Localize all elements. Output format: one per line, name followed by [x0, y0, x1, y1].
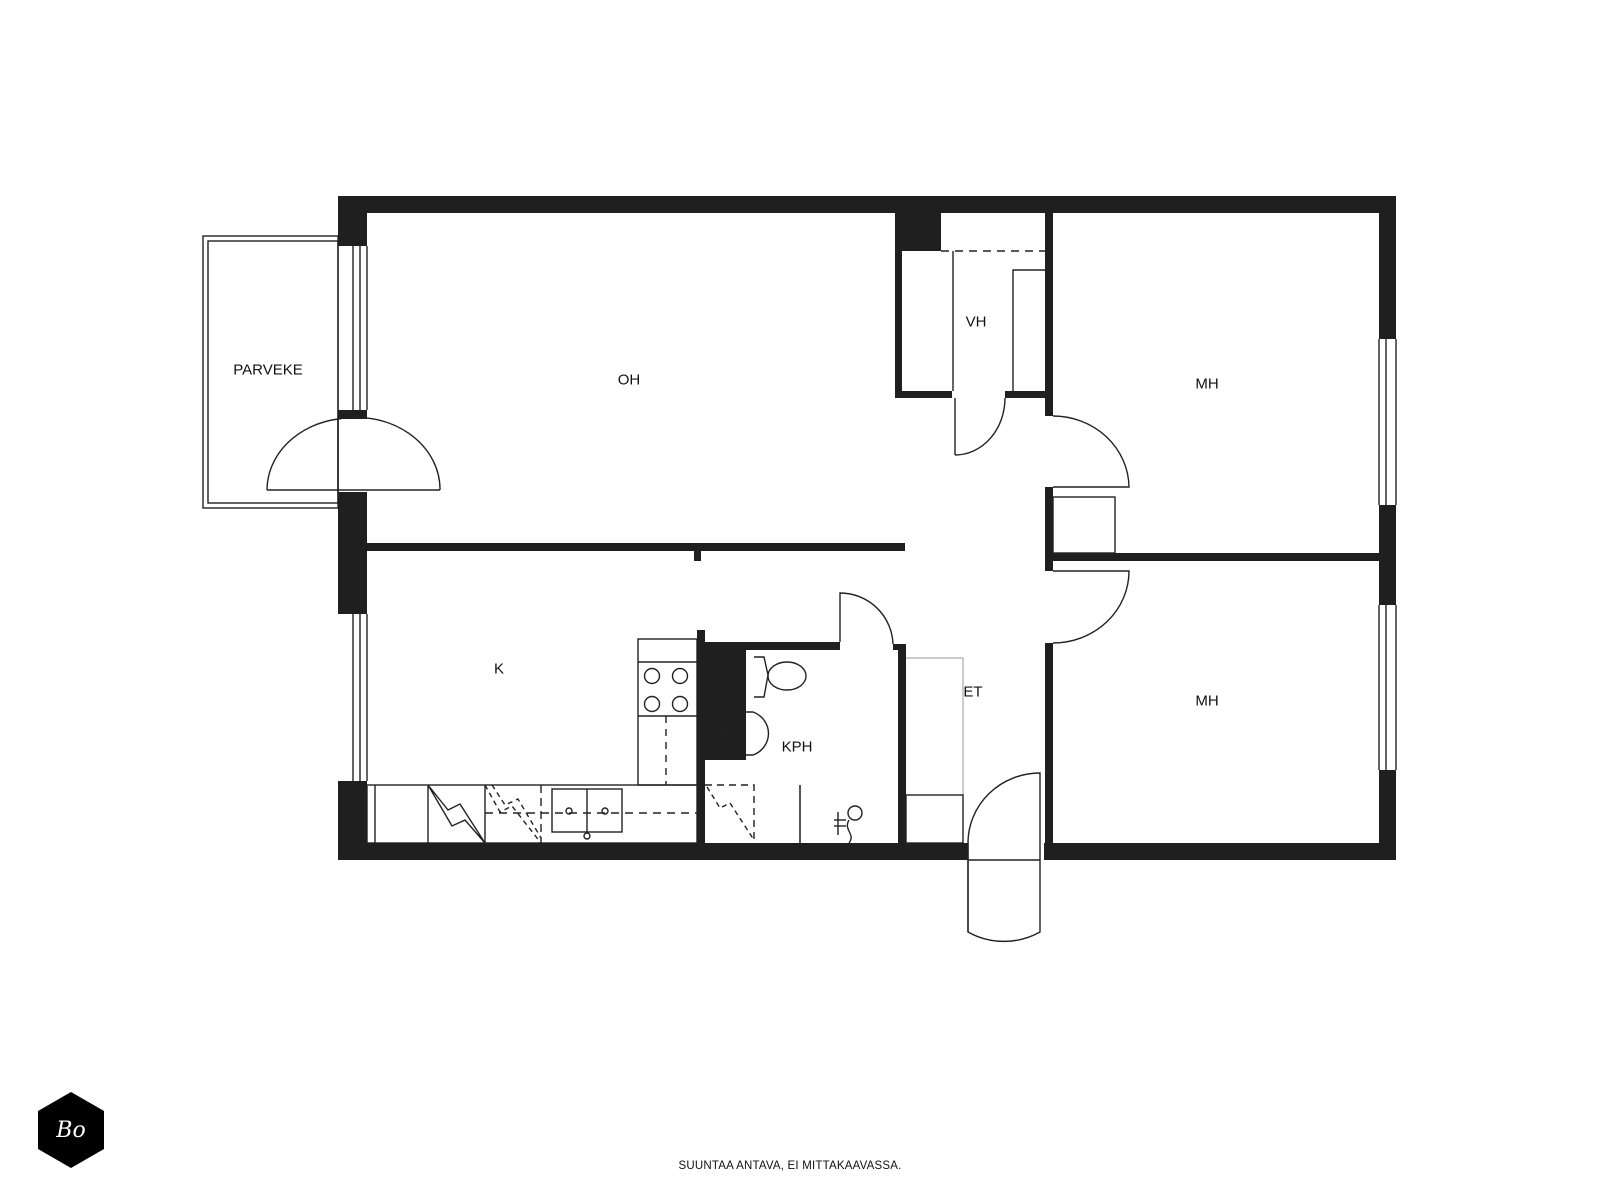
- fixtures: [202, 235, 1397, 942]
- walls: [338, 196, 1396, 860]
- logo-text: Bo: [56, 1117, 86, 1143]
- room-label-kph: KPH: [781, 738, 813, 756]
- room-label-vh: VH: [965, 313, 987, 331]
- room-label-et: ET: [963, 683, 983, 701]
- room-label-mh-lower: MH: [1195, 692, 1219, 710]
- logo-hexagon-icon: [38, 1092, 104, 1168]
- room-label-k: K: [493, 660, 505, 678]
- room-label-oh: OH: [617, 371, 641, 389]
- disclaimer-note: SUUNTAA ANTAVA, EI MITTAKAAVASSA.: [678, 1160, 902, 1172]
- room-label-mh-upper: MH: [1195, 375, 1219, 393]
- room-label-parveke: PARVEKE: [233, 361, 303, 379]
